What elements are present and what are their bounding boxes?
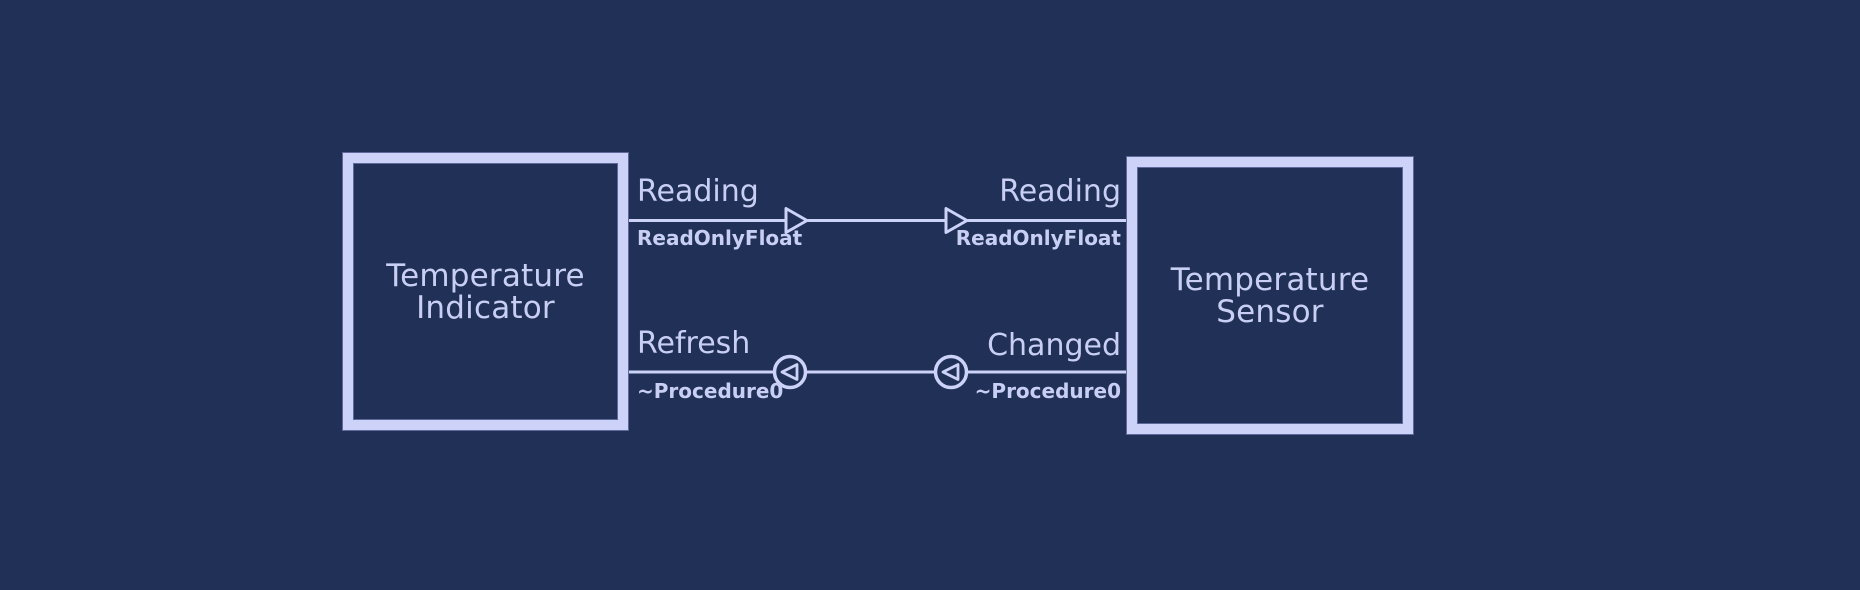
port-type-changed: ~Procedure0 bbox=[974, 379, 1121, 403]
port-label-reading-source[interactable]: Reading bbox=[637, 174, 759, 209]
arrowhead-right-icon bbox=[944, 207, 969, 234]
port-label-refresh[interactable]: Refresh bbox=[637, 326, 751, 361]
node-title: Temperature Sensor bbox=[1170, 261, 1370, 330]
port-label-reading-target[interactable]: Reading bbox=[999, 174, 1121, 209]
port-type-refresh: ~Procedure0 bbox=[637, 379, 784, 403]
circled-left-triangle-icon bbox=[933, 354, 969, 390]
port-label-changed[interactable]: Changed bbox=[987, 328, 1121, 363]
port-type-reading-source: ReadOnlyFloat bbox=[637, 226, 803, 250]
wire-refresh-changed[interactable] bbox=[628, 354, 1127, 390]
circled-left-triangle-icon bbox=[772, 354, 808, 390]
port-type-reading-target: ReadOnlyFloat bbox=[955, 226, 1121, 250]
node-title: Temperature Indicator bbox=[386, 257, 585, 326]
wire-reading[interactable] bbox=[628, 207, 1127, 234]
arrowhead-right-icon bbox=[784, 207, 809, 234]
node-temperature-indicator[interactable]: Temperature Indicator bbox=[343, 153, 628, 430]
node-temperature-sensor[interactable]: Temperature Sensor bbox=[1127, 157, 1413, 434]
